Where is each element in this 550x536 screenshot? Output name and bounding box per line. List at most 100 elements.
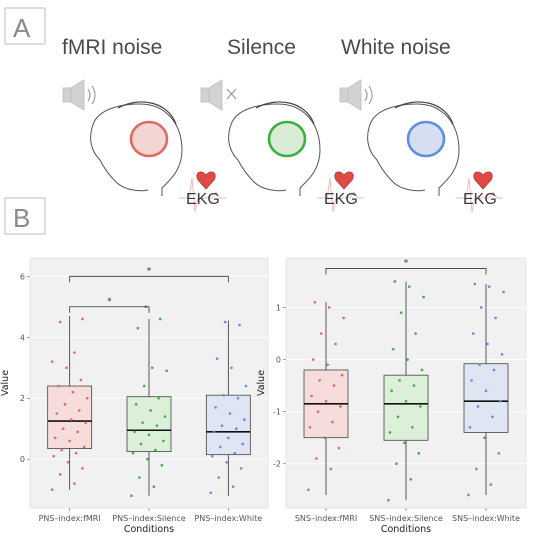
data-point — [244, 384, 248, 388]
data-point — [77, 409, 81, 412]
ekg-trace — [179, 177, 226, 213]
condition-title-white-noise: White noise — [341, 36, 451, 59]
data-point — [215, 357, 219, 360]
data-point — [60, 448, 63, 452]
y-tick-label: 0 — [20, 455, 25, 464]
data-point — [214, 406, 217, 409]
ekg-label: EKG — [186, 191, 220, 208]
x-tick-label: PNS–index:Silence — [112, 514, 185, 523]
data-point — [388, 431, 392, 434]
sound-wave-1 — [87, 88, 91, 102]
ekg-trace — [317, 177, 364, 213]
sound-wave-1 — [364, 88, 368, 102]
y-axis-label: Value — [0, 370, 11, 396]
data-point — [419, 405, 422, 408]
data-point — [471, 332, 475, 335]
data-point — [486, 342, 489, 346]
data-point — [58, 473, 62, 476]
data-point — [315, 457, 318, 460]
speaker-cone — [70, 79, 85, 111]
data-point — [233, 451, 237, 455]
data-point — [139, 442, 143, 446]
data-point — [241, 442, 245, 446]
data-point — [133, 430, 136, 434]
data-point — [53, 436, 57, 440]
data-point — [50, 360, 54, 363]
data-point — [396, 415, 400, 419]
data-point — [403, 441, 406, 445]
y-tick-label: 4 — [20, 333, 25, 342]
data-point — [310, 394, 313, 398]
data-point — [395, 462, 398, 466]
data-point — [399, 311, 403, 314]
panel-b-letter-box: B — [4, 197, 46, 235]
x-axis-label: Conditions — [124, 524, 174, 535]
data-point — [228, 412, 232, 415]
panel-a-letter: A — [13, 13, 31, 43]
speaker-body — [339, 87, 349, 103]
data-point — [50, 488, 54, 492]
data-point — [329, 467, 333, 471]
data-point — [235, 427, 238, 431]
ekg-trace — [456, 177, 503, 213]
data-point — [76, 430, 79, 434]
ear-cup — [129, 120, 169, 158]
data-point — [316, 410, 320, 413]
data-point — [134, 403, 138, 406]
data-point — [243, 418, 246, 421]
significance-bracket — [69, 306, 150, 313]
data-point — [478, 363, 481, 367]
data-point — [68, 439, 71, 443]
data-point — [239, 467, 243, 470]
data-point — [63, 403, 67, 406]
heart-icon — [473, 171, 493, 190]
data-point — [398, 379, 401, 382]
data-point — [136, 326, 140, 330]
data-point — [409, 478, 413, 481]
data-point — [52, 454, 55, 458]
data-point — [311, 358, 315, 361]
data-point — [223, 320, 227, 324]
data-point — [163, 415, 167, 418]
data-point — [131, 451, 135, 455]
data-point — [414, 332, 417, 335]
data-point — [475, 467, 478, 471]
data-point — [84, 421, 87, 424]
data-point — [332, 384, 336, 387]
head-outline — [228, 103, 321, 196]
x-tick-label: PNS–index:fMRI — [39, 514, 101, 523]
data-point — [404, 399, 408, 403]
data-point — [390, 389, 393, 393]
data-point — [318, 379, 321, 382]
data-point — [225, 460, 229, 464]
speaker-cone — [208, 79, 223, 111]
data-point — [492, 368, 496, 372]
data-point — [339, 405, 342, 408]
sound-wave-2 — [91, 85, 96, 105]
data-point — [326, 363, 329, 367]
data-point — [231, 485, 235, 488]
data-point — [327, 306, 331, 309]
data-point — [57, 384, 60, 388]
x-tick-label: PNS–index:White — [194, 514, 262, 523]
data-point — [476, 405, 480, 408]
data-point — [342, 316, 345, 320]
panel-b-letter: B — [13, 203, 30, 233]
data-point — [69, 418, 73, 421]
data-point — [158, 317, 162, 321]
data-point — [165, 369, 168, 373]
box — [463, 363, 509, 433]
y-tick-label: 2 — [20, 394, 25, 403]
data-point — [412, 384, 416, 387]
headphone-band — [255, 101, 315, 125]
data-point — [497, 452, 501, 455]
data-point — [217, 476, 221, 479]
data-point — [85, 396, 89, 400]
y-tick-label: 0 — [276, 356, 281, 365]
data-point — [74, 451, 78, 455]
data-point — [340, 373, 344, 377]
data-point — [494, 316, 497, 320]
